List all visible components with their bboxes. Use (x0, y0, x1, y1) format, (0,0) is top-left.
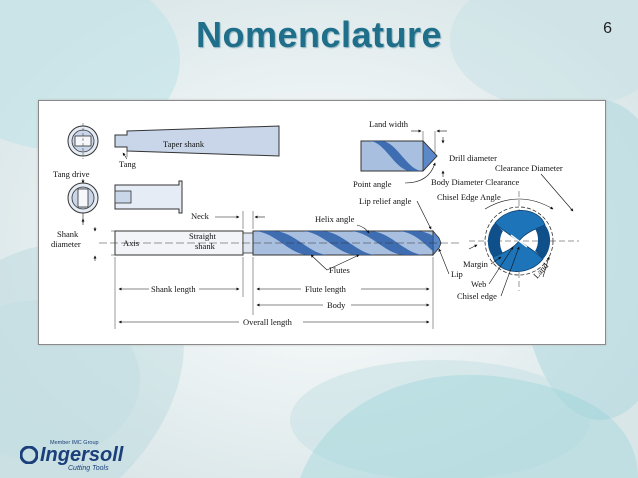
clearance-diameter-label: Clearance Diameter (495, 163, 563, 173)
chisel-edge-label: Chisel edge (457, 291, 497, 301)
tang-end-view (67, 123, 99, 159)
slide-number: 6 (603, 20, 612, 37)
logo-brand: Ingersoll (40, 444, 124, 466)
tang-drive-view (67, 180, 183, 214)
helix-angle-label: Helix angle (315, 214, 355, 224)
flute-length-label: Flute length (305, 284, 347, 294)
logo-group-text: Member IMC Group (50, 440, 99, 446)
ingersoll-logo-icon (20, 446, 38, 464)
body-diameter-clearance-label: Body Diameter Clearance (431, 177, 519, 187)
web-label: Web (471, 279, 486, 289)
axis-label: Axis (123, 238, 139, 248)
drill-end-view (469, 191, 579, 291)
chisel-edge-angle-label: Chisel Edge Angle (437, 192, 501, 202)
shank-diameter-label-2: diameter (51, 239, 81, 249)
point-angle-label: Point angle (353, 179, 392, 189)
shank-length-label: Shank length (151, 284, 196, 294)
straight-shank-label-1: Straight (189, 231, 217, 241)
taper-shank-label: Taper shank (163, 139, 205, 149)
dimension-lines (114, 257, 434, 329)
margin-label: Margin (463, 259, 489, 269)
land-width-label: Land width (369, 119, 409, 129)
tang-drive-label: Tang drive (53, 169, 90, 179)
lip-label: Lip (451, 269, 463, 279)
tang-label: Tang (119, 159, 137, 169)
point-detail (360, 131, 438, 173)
logo-tagline: Cutting Tools (68, 465, 109, 472)
overall-length-label: Overall length (243, 317, 293, 327)
body-label: Body (327, 300, 346, 310)
flutes-label: Flutes (329, 265, 350, 275)
drill-diagram: Taper shank Tang Tang drive (51, 119, 579, 329)
slide-title: Nomenclature (195, 14, 443, 55)
drill-diameter-label: Drill diameter (449, 153, 497, 163)
lip-relief-angle-label: Lip relief angle (359, 196, 412, 206)
neck-label: Neck (191, 211, 210, 221)
shank-diameter-label-1: Shank (57, 229, 79, 239)
drill-nomenclature-figure: Taper shank Tang Tang drive (38, 100, 606, 345)
straight-shank-label-2: shank (195, 241, 216, 251)
taper-shank (114, 125, 280, 157)
